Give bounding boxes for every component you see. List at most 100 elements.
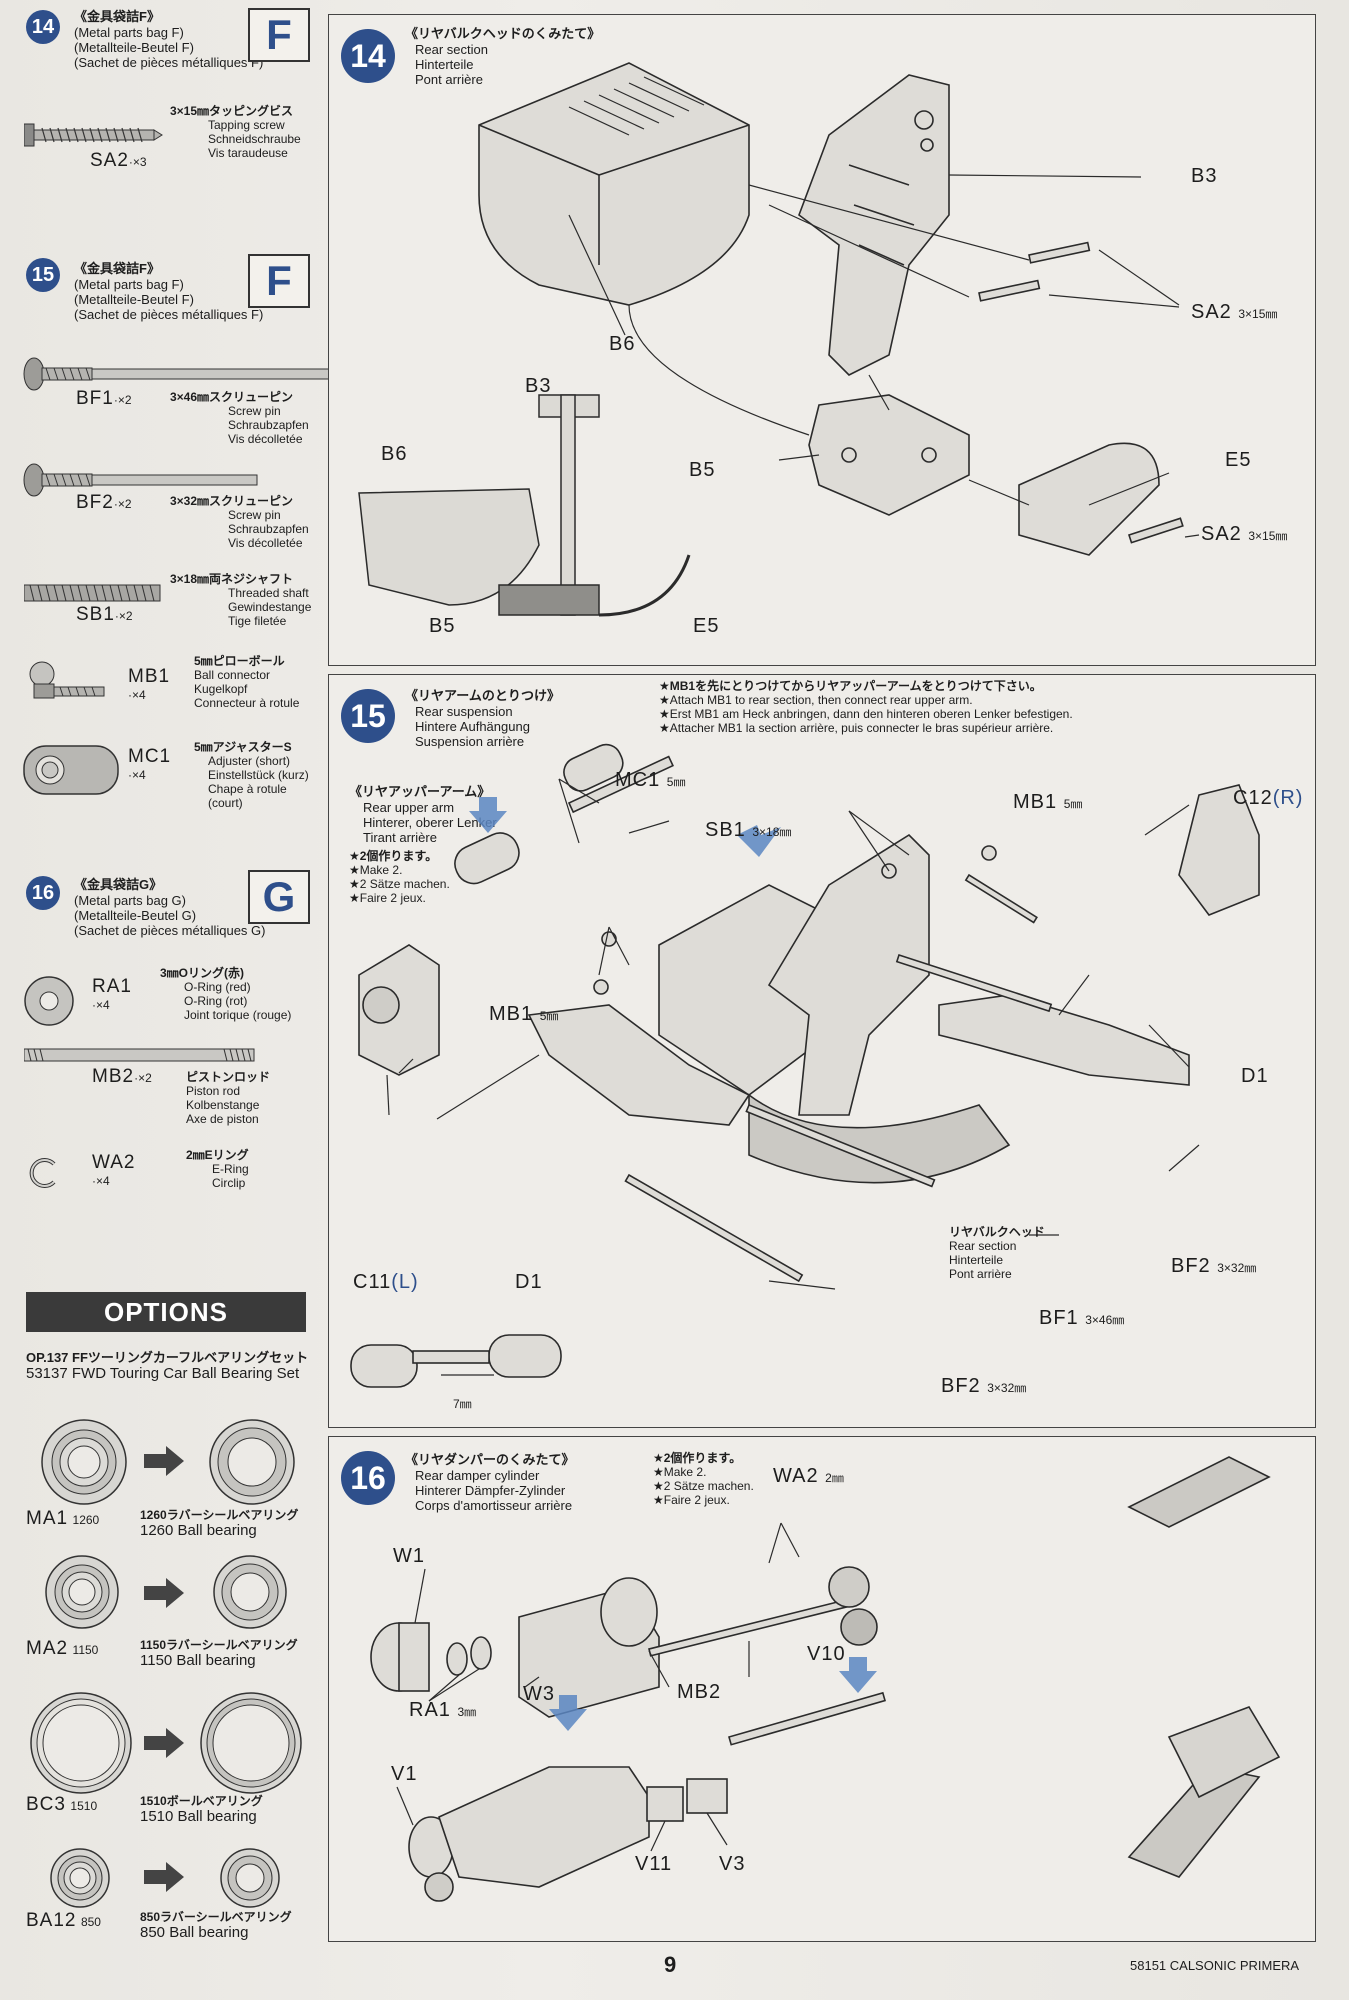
- p16-label-v11: V11: [635, 1853, 673, 1875]
- bag-15-de: (Metallteile-Beutel F): [74, 292, 194, 307]
- step-15-fr: Suspension arrière: [415, 734, 525, 749]
- upper-arm-make-fr: ★Faire 2 jeux.: [349, 891, 426, 905]
- p15-mc1-size: 5㎜: [666, 775, 686, 789]
- mb1-fr: Connecteur à rotule: [194, 696, 300, 710]
- p15-bf1-text: BF1: [1039, 1307, 1079, 1329]
- step-15-panel: 15 《リヤアームのとりつけ》 Rear suspension Hintere …: [328, 674, 1316, 1428]
- bag-15-text: 《金具袋詰F》 (Metal parts bag F) (Metallteile…: [74, 258, 263, 322]
- p15-mb1a-text: MB1: [1013, 791, 1058, 813]
- step-16-fr: Corps d'amortisseur arrière: [415, 1498, 573, 1513]
- options-op-jp: OP.137 FFツーリングカーフルベアリングセット: [26, 1350, 309, 1365]
- ra1-o-ring-icon: [24, 976, 74, 1026]
- step-14-jp: 《リヤバルクヘッドのくみたて》: [405, 26, 601, 41]
- ra1-code-text: RA1: [92, 976, 132, 997]
- p15-sb1-size: 3×18㎜: [752, 825, 792, 839]
- mb1-jp: 5㎜ピローボール: [194, 654, 285, 668]
- p16-label-v1: V1: [391, 1763, 418, 1785]
- p15-rear-de: Hinterteile: [949, 1253, 1004, 1267]
- bag-15-fr: (Sachet de pièces métalliques F): [74, 307, 264, 322]
- bearing-850-icon: [220, 1848, 280, 1908]
- step-15-note-de: ★Erst MB1 am Heck anbringen, dann den hi…: [659, 707, 1073, 721]
- sb1-threaded-shaft-icon: [24, 584, 161, 602]
- bag-14-de: (Metallteile-Beutel F): [74, 40, 194, 55]
- bearing-ma1-icon: [41, 1419, 127, 1505]
- sb1-fr: Tige filetée: [228, 614, 287, 628]
- p15-mb1b-size: 5㎜: [539, 1009, 559, 1023]
- p15-c11-text: C11: [353, 1271, 392, 1293]
- bag-16-de: (Metallteile-Beutel G): [74, 908, 197, 923]
- p14-label-e5b: E5: [693, 615, 720, 637]
- p15-label-7mm: 7㎜: [453, 1397, 472, 1411]
- step-15-de: Hintere Aufhängung: [415, 719, 530, 734]
- bag-14-jp: 《金具袋詰F》: [74, 9, 160, 24]
- step-14-title: 《リヤバルクヘッドのくみたて》 Rear section Hinterteile…: [405, 23, 600, 87]
- mc1-desc: 5㎜アジャスターS Adjuster (short) Einstellstück…: [194, 740, 309, 810]
- sa2-code: SA2·×3: [90, 150, 147, 172]
- upper-arm-fr: Tirant arrière: [363, 830, 437, 845]
- p15-rear-section-caption: リヤバルクヘッド Rear section Hinterteile Pont a…: [949, 1225, 1045, 1281]
- wa2-code-text: WA2: [92, 1152, 136, 1173]
- p14-label-e5: E5: [1225, 449, 1252, 471]
- upper-arm-make-jp: ★2個作ります。: [349, 849, 438, 863]
- sa2-qty: ·×3: [128, 155, 147, 169]
- p15-bf1-size: 3×46㎜: [1085, 1313, 1125, 1327]
- option-bc3-code: BC3 1510: [26, 1794, 97, 1816]
- mb2-desc: ピストンロッド Piston rod Kolbenstange Axe de p…: [186, 1070, 270, 1126]
- p16-label-v3: V3: [719, 1853, 746, 1875]
- step-16-make-de: ★2 Sätze machen.: [653, 1479, 754, 1493]
- bearing-1150-icon: [213, 1555, 287, 1629]
- sb1-code-text: SB1: [76, 604, 115, 625]
- step-14-fr: Pont arrière: [415, 72, 483, 87]
- bearing-bc3-icon: [30, 1692, 132, 1794]
- option-bc3-en: 1510 Ball bearing: [140, 1808, 257, 1825]
- option-ma1-code-text: MA1: [26, 1508, 69, 1529]
- mb1-en: Ball connector: [194, 668, 271, 682]
- sb1-de: Gewindestange: [228, 600, 312, 614]
- sb1-en: Threaded shaft: [228, 586, 309, 600]
- bf1-qty: ·×2: [113, 393, 132, 407]
- bag-15-en: (Metal parts bag F): [74, 277, 184, 292]
- wa2-code: WA2·×4: [92, 1152, 135, 1188]
- sa2-fr: Vis taraudeuse: [208, 146, 288, 160]
- bf1-fr: Vis décolletée: [228, 432, 303, 446]
- option-ma2-code: MA2 1150: [26, 1638, 98, 1660]
- option-ma1-en: 1260 Ball bearing: [140, 1522, 257, 1539]
- option-ma1-jp: 1260ラバーシールベアリング: [140, 1508, 299, 1522]
- bag-14-text: 《金具袋詰F》 (Metal parts bag F) (Metallteile…: [74, 6, 263, 70]
- mb1-qty: ·×4: [128, 688, 146, 702]
- sa2-en: Tapping screw: [208, 118, 285, 132]
- p15-mb1a-size: 5㎜: [1063, 797, 1083, 811]
- p15-c11-color: (L): [391, 1271, 419, 1293]
- bf2-code: BF2·×2: [76, 492, 132, 514]
- sa2-screw-icon: [24, 123, 163, 147]
- option-ma1-code: MA1 1260: [26, 1508, 99, 1530]
- option-ma2-jp: 1150ラバーシールベアリング: [140, 1638, 298, 1652]
- step-15-jp: 《リヤアームのとりつけ》: [405, 688, 560, 703]
- mc1-jp: 5㎜アジャスターS: [194, 740, 292, 754]
- p15-rear-en: Rear section: [949, 1239, 1017, 1253]
- p16-ra1-size: 3㎜: [457, 1705, 477, 1719]
- mc1-code: MC1·×4: [128, 746, 171, 782]
- p15-rear-jp: リヤバルクヘッド: [949, 1225, 1045, 1239]
- step-16-make: ★2個作ります。 ★Make 2. ★2 Sätze machen. ★Fair…: [653, 1451, 754, 1507]
- option-bc3-jp: 1510ボールベアリング: [140, 1794, 263, 1808]
- step-16-title: 《リヤダンパーのくみたて》 Rear damper cylinder Hinte…: [405, 1449, 575, 1513]
- p16-wa2-text: WA2: [773, 1465, 819, 1487]
- mb2-code: MB2·×2: [92, 1066, 152, 1088]
- mc1-fr2: (court): [208, 796, 243, 810]
- options-op: OP.137 FFツーリングカーフルベアリングセット 53137 FWD Tou…: [26, 1350, 326, 1383]
- mb2-jp: ピストンロッド: [186, 1070, 271, 1084]
- mc1-code-text: MC1: [128, 746, 172, 767]
- step-15-note: ★MB1を先にとりつけてからリヤアッパーアームをとりつけて下さい。 ★Attac…: [659, 679, 1073, 735]
- p15-label-mc1: MC1 5㎜: [615, 769, 685, 792]
- upper-arm-jp: 《リヤアッパーアーム》: [349, 784, 491, 799]
- page-number: 9: [664, 1952, 677, 1977]
- p15-label-mb1a: MB1 5㎜: [1013, 791, 1082, 814]
- step-14-de: Hinterteile: [415, 57, 474, 72]
- mc1-de: Einstellstück (kurz): [208, 768, 309, 782]
- mb1-code-text: MB1: [128, 666, 171, 687]
- p15-bf2b-text: BF2: [941, 1375, 981, 1397]
- mb2-code-text: MB2: [92, 1066, 135, 1087]
